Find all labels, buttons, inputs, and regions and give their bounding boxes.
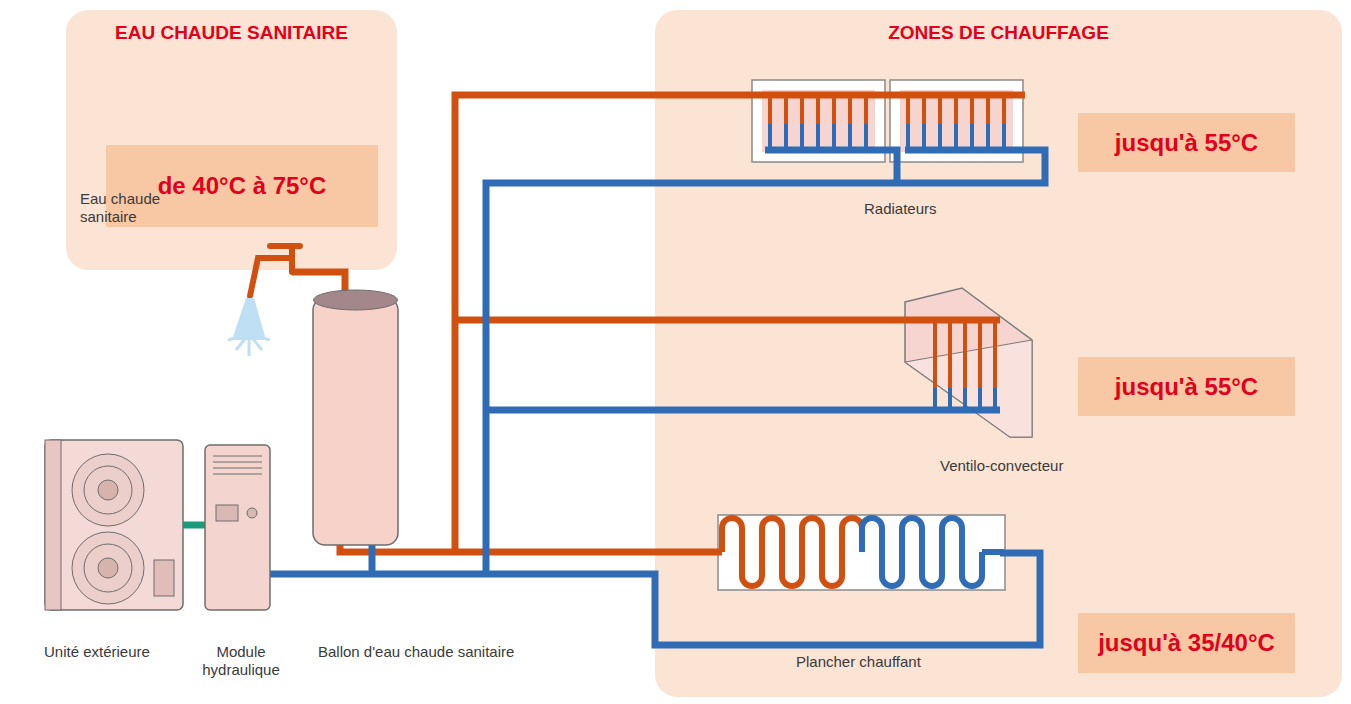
fin [938, 124, 942, 150]
coil-loop [722, 518, 862, 586]
temperature-box: jusqu'à 35/40°C [1078, 613, 1295, 673]
panel-ground [66, 10, 397, 270]
equipment-label: Ballon d'eau chaude sanitaire [318, 643, 514, 661]
zone-panel: ZONES DE CHAUFFAGE jusqu'à 55°C jusqu'à 55… [655, 10, 1342, 697]
fins [770, 95, 1004, 410]
fin [800, 124, 804, 150]
temperature-box: de 40°C à 75°C [106, 145, 378, 227]
temperature-text: jusqu'à 35/40°C [1098, 629, 1275, 657]
outdoor-unit-side [45, 440, 61, 610]
panel-title: ZONES DE CHAUFFAGE [655, 10, 1342, 44]
equipment-label: Unité extérieure [44, 643, 150, 661]
module-knob [247, 508, 257, 518]
fan-hub [98, 558, 118, 578]
equipment-label: Radiateurs [864, 200, 937, 218]
fan-hub [98, 480, 118, 500]
supply-pipe [340, 545, 722, 552]
fin [906, 124, 910, 150]
fan-coil [905, 288, 1032, 437]
fin [970, 124, 974, 150]
zone-panel: EAU CHAUDE SANITAIRE de 40°C à 75°C [66, 10, 397, 270]
fin [784, 124, 788, 150]
fan [72, 454, 144, 526]
fin [768, 95, 772, 124]
equipment-label: Eau chaude sanitaire [80, 190, 175, 226]
module-grille [213, 456, 262, 474]
coil-loop [862, 518, 982, 586]
return-pipe [486, 407, 1000, 414]
return-pipes [270, 150, 1045, 645]
module-display [216, 505, 238, 521]
fin [986, 124, 990, 150]
floor-coil [722, 518, 1004, 586]
fin [933, 320, 937, 388]
temperature-text: de 40°C à 75°C [158, 172, 327, 200]
fin [978, 320, 982, 388]
fin [816, 124, 820, 150]
coil-loop [982, 549, 1004, 555]
temperature-text: jusqu'à 55°C [1115, 129, 1258, 157]
fan-coil-face [905, 340, 1032, 437]
floor-frame [718, 515, 1005, 590]
fin [970, 95, 974, 124]
fin [954, 95, 958, 124]
hot-water-tank [313, 298, 398, 545]
fin [864, 124, 868, 150]
fin [816, 95, 820, 124]
fin [922, 95, 926, 124]
fin [906, 95, 910, 124]
fin [832, 124, 836, 150]
radiator-body [762, 90, 875, 152]
fin [864, 95, 868, 124]
fan [72, 532, 144, 604]
fin [784, 95, 788, 124]
fin [993, 320, 997, 388]
fin [768, 124, 772, 150]
temperature-box: jusqu'à 55°C [1078, 113, 1295, 172]
fin [800, 95, 804, 124]
panel-title: EAU CHAUDE SANITAIRE [66, 10, 397, 44]
outdoor-unit [45, 440, 183, 610]
fin [954, 124, 958, 150]
return-pipe [486, 150, 1045, 574]
fan-grille [84, 466, 132, 514]
supply-pipes [292, 95, 1025, 552]
water-stream [232, 298, 266, 340]
water-splash [228, 334, 270, 356]
fin [1002, 95, 1006, 124]
fan-grille [84, 544, 132, 592]
fin [963, 320, 967, 388]
radiator-body [900, 90, 1013, 152]
return-pipe [369, 545, 376, 574]
fin [986, 95, 990, 124]
tank-top [314, 290, 398, 310]
temperature-text: jusqu'à 55°C [1115, 373, 1258, 401]
fin [922, 124, 926, 150]
fin [938, 95, 942, 124]
fin [948, 320, 952, 388]
faucet [250, 246, 300, 296]
supply-pipe [455, 95, 1025, 552]
return-pipe [765, 150, 897, 183]
equipment-label: Plancher chauffant [796, 653, 921, 671]
refrigerant-link [183, 522, 205, 529]
supply-pipe [455, 317, 1000, 324]
hydraulic-module [205, 445, 270, 610]
fin [1002, 124, 1006, 150]
equipment-label: Ventilo-convecteur [940, 457, 1063, 475]
equipment-label: Module hydraulique [196, 643, 286, 679]
temperature-box: jusqu'à 55°C [1078, 357, 1295, 416]
fin [832, 95, 836, 124]
panel-ground [655, 10, 1342, 697]
service-panel [154, 560, 174, 596]
fin [848, 95, 852, 124]
fin [848, 124, 852, 150]
